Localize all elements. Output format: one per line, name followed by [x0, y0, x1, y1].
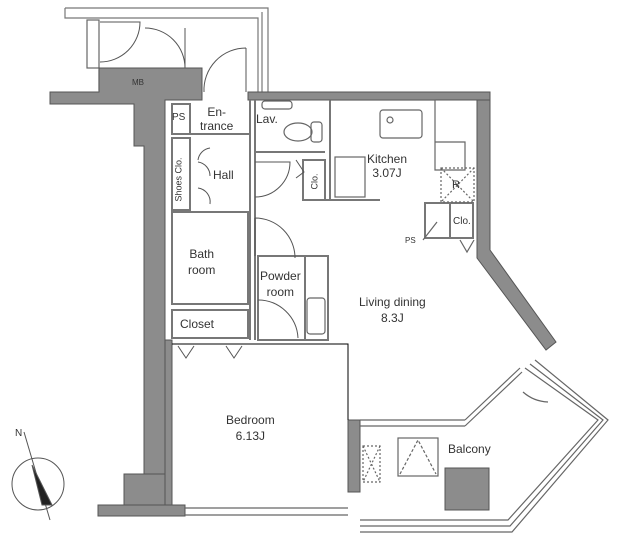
- windows: [185, 367, 523, 516]
- label-entrance-1: En-: [207, 105, 227, 119]
- label-living-size: 8.3J: [381, 311, 404, 325]
- label-lav: Lav.: [256, 112, 278, 126]
- label-bathroom-2: room: [188, 263, 216, 277]
- label-powder-1: Powder: [260, 269, 301, 283]
- room-lines: [172, 343, 349, 420]
- compass-north-label: N: [15, 428, 23, 439]
- label-kitchen-name: Kitchen: [367, 152, 408, 166]
- label-refrigerator: R: [452, 179, 460, 191]
- label-living-dining: Living dining 8.3J: [359, 294, 426, 326]
- label-bathroom-1: Bath: [189, 247, 215, 261]
- label-entrance: En-trance: [200, 105, 233, 133]
- label-closet-lav: Clo.: [309, 173, 320, 190]
- label-ps-kitchen: PS: [405, 236, 416, 245]
- label-mb: MB: [132, 78, 144, 87]
- label-balcony: Balcony: [448, 442, 491, 456]
- label-closet: Closet: [180, 317, 215, 331]
- door-swings: [177, 147, 305, 359]
- label-bedroom: Bedroom 6.13J: [226, 412, 275, 444]
- label-bedroom-size: 6.13J: [235, 429, 266, 443]
- label-entrance-2: trance: [200, 119, 234, 133]
- balcony-outline: [360, 359, 609, 533]
- label-bathroom: Bath room: [188, 246, 215, 278]
- label-ps-entrance: PS: [172, 112, 186, 123]
- label-living-name: Living dining: [359, 295, 426, 309]
- toilet-fixtures: [261, 100, 326, 335]
- label-shoes-closet: Shoes Clo.: [173, 157, 184, 202]
- label-powder-room: Powder room: [260, 268, 301, 300]
- label-powder-2: room: [266, 285, 295, 299]
- label-hall: Hall: [213, 168, 234, 182]
- label-closet-kitchen: Clo.: [453, 216, 471, 227]
- kitchen-fixtures: [330, 99, 475, 254]
- label-kitchen-size: 3.07J: [372, 166, 402, 180]
- label-bedroom-name: Bedroom: [226, 413, 275, 427]
- balcony-fixtures: [362, 437, 439, 483]
- corridor-outline: [64, 7, 269, 92]
- compass: [11, 431, 65, 521]
- door-swings-mb: [99, 21, 247, 93]
